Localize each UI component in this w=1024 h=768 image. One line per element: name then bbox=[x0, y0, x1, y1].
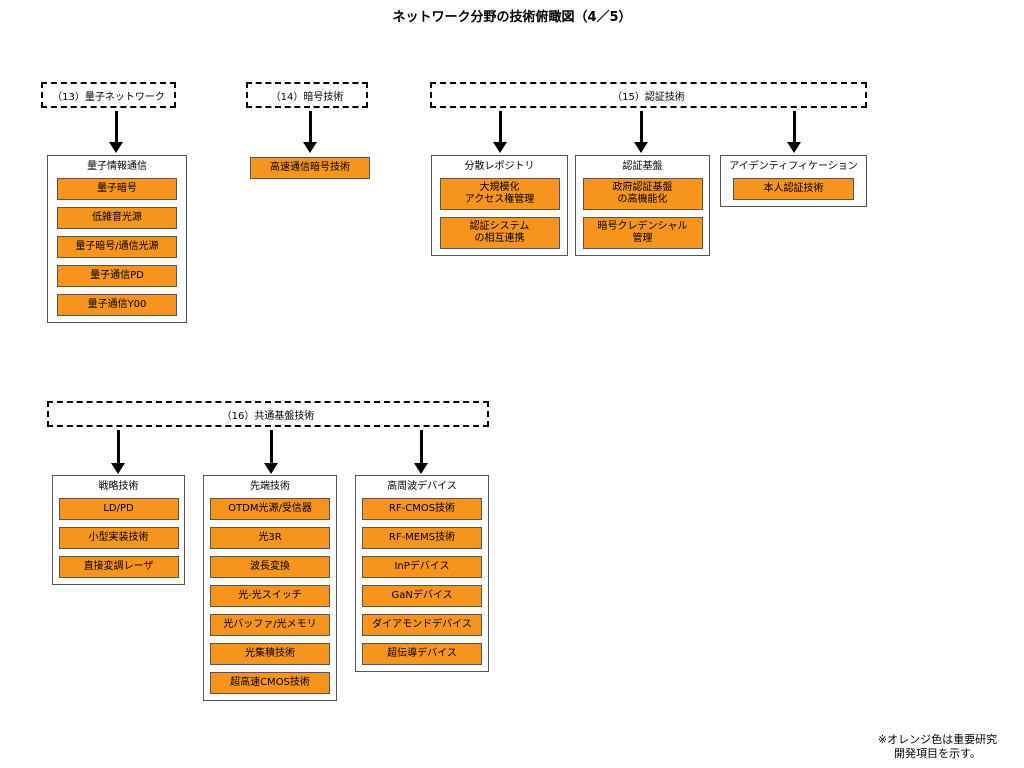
group-strategy-technology: 戦略技術 LD/PD 小型実装技術 直接変調レーザ bbox=[52, 475, 185, 585]
tech-item: 光集積技術 bbox=[210, 643, 330, 665]
tech-item: 暗号クレデンシャル 管理 bbox=[582, 217, 703, 249]
category-14-cryptography: （14）暗号技術 bbox=[246, 82, 368, 108]
page-title: ネットワーク分野の技術俯瞰図（4／5） bbox=[392, 10, 632, 25]
tech-item: 量子通信PD bbox=[57, 265, 177, 287]
group-title: アイデンティフィケーション bbox=[729, 161, 858, 172]
category-13-label: （13）量子ネットワーク bbox=[52, 91, 165, 103]
group-title: 戦略技術 bbox=[98, 481, 139, 492]
tech-item: OTDM光源/受信器 bbox=[210, 498, 330, 520]
group-quantum-info-communication: 量子情報通信 量子暗号 低雑音光源 量子暗号/通信光源 量子通信PD 量子通信Y… bbox=[47, 155, 187, 323]
tech-item: 超高速CMOS技術 bbox=[210, 672, 330, 694]
tech-item: 量子暗号/通信光源 bbox=[57, 236, 177, 258]
tech-item: 波長変換 bbox=[210, 556, 330, 578]
legend-note: ※オレンジ色は重要研究 開発項目を示す。 bbox=[877, 733, 998, 760]
group-title: 分散レポジトリ bbox=[464, 161, 535, 172]
tech-item: 光-光スイッチ bbox=[210, 585, 330, 607]
tech-item-high-speed-crypto: 高速通信暗号技術 bbox=[250, 157, 370, 179]
tech-item: 認証システム の相互連携 bbox=[439, 217, 560, 249]
group-identification: アイデンティフィケーション 本人認証技術 bbox=[720, 155, 867, 207]
category-16-label: （16）共通基盤技術 bbox=[221, 410, 315, 422]
tech-item: 超伝導デバイス bbox=[362, 643, 482, 665]
tech-item: ダイアモンドデバイス bbox=[362, 614, 482, 636]
group-title: 先端技術 bbox=[250, 481, 290, 492]
tech-item: 光バッファ/光メモリ bbox=[210, 614, 330, 636]
tech-item: LD/PD bbox=[58, 498, 179, 520]
group-high-frequency-devices: 高周波デバイス RF-CMOS技術 RF-MEMS技術 InPデバイス GaNデ… bbox=[355, 475, 489, 672]
tech-item: 直接変調レーザ bbox=[58, 556, 179, 578]
tech-item: 量子暗号 bbox=[57, 178, 177, 200]
tech-item: 大規模化 アクセス権管理 bbox=[439, 178, 560, 210]
group-advanced-technology: 先端技術 OTDM光源/受信器 光3R 波長変換 光-光スイッチ 光バッファ/光… bbox=[203, 475, 337, 701]
tech-item: 小型実装技術 bbox=[58, 527, 179, 549]
group-authentication-infrastructure: 認証基盤 政府認証基盤 の高機能化 暗号クレデンシャル 管理 bbox=[575, 155, 710, 256]
tech-item: 低雑音光源 bbox=[57, 207, 177, 229]
tech-item: RF-MEMS技術 bbox=[362, 527, 482, 549]
tech-item: 政府認証基盤 の高機能化 bbox=[582, 178, 703, 210]
group-title: 高周波デバイス bbox=[387, 481, 457, 492]
category-16-common-infrastructure: （16）共通基盤技術 bbox=[47, 401, 489, 427]
group-title: 量子情報通信 bbox=[87, 161, 147, 172]
tech-item: RF-CMOS技術 bbox=[362, 498, 482, 520]
tech-item: 量子通信Y00 bbox=[57, 294, 177, 316]
group-title: 認証基盤 bbox=[622, 161, 663, 172]
category-13-quantum-network: （13）量子ネットワーク bbox=[41, 82, 176, 108]
tech-item: 本人認証技術 bbox=[733, 178, 854, 200]
tech-item: InPデバイス bbox=[362, 556, 482, 578]
tech-item: GaNデバイス bbox=[362, 585, 482, 607]
category-14-label: （14）暗号技術 bbox=[270, 91, 344, 103]
category-15-label: （15）認証技術 bbox=[612, 91, 685, 103]
group-distributed-repository: 分散レポジトリ 大規模化 アクセス権管理 認証システム の相互連携 bbox=[431, 155, 568, 256]
tech-item: 光3R bbox=[210, 527, 330, 549]
category-15-authentication: （15）認証技術 bbox=[430, 82, 867, 108]
